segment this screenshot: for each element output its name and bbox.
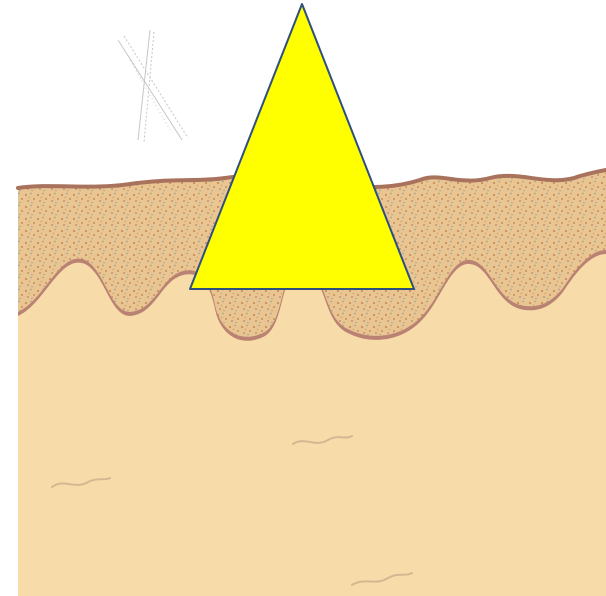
skin-diagram-canvas bbox=[0, 0, 606, 596]
skin-cross-section bbox=[0, 0, 606, 596]
